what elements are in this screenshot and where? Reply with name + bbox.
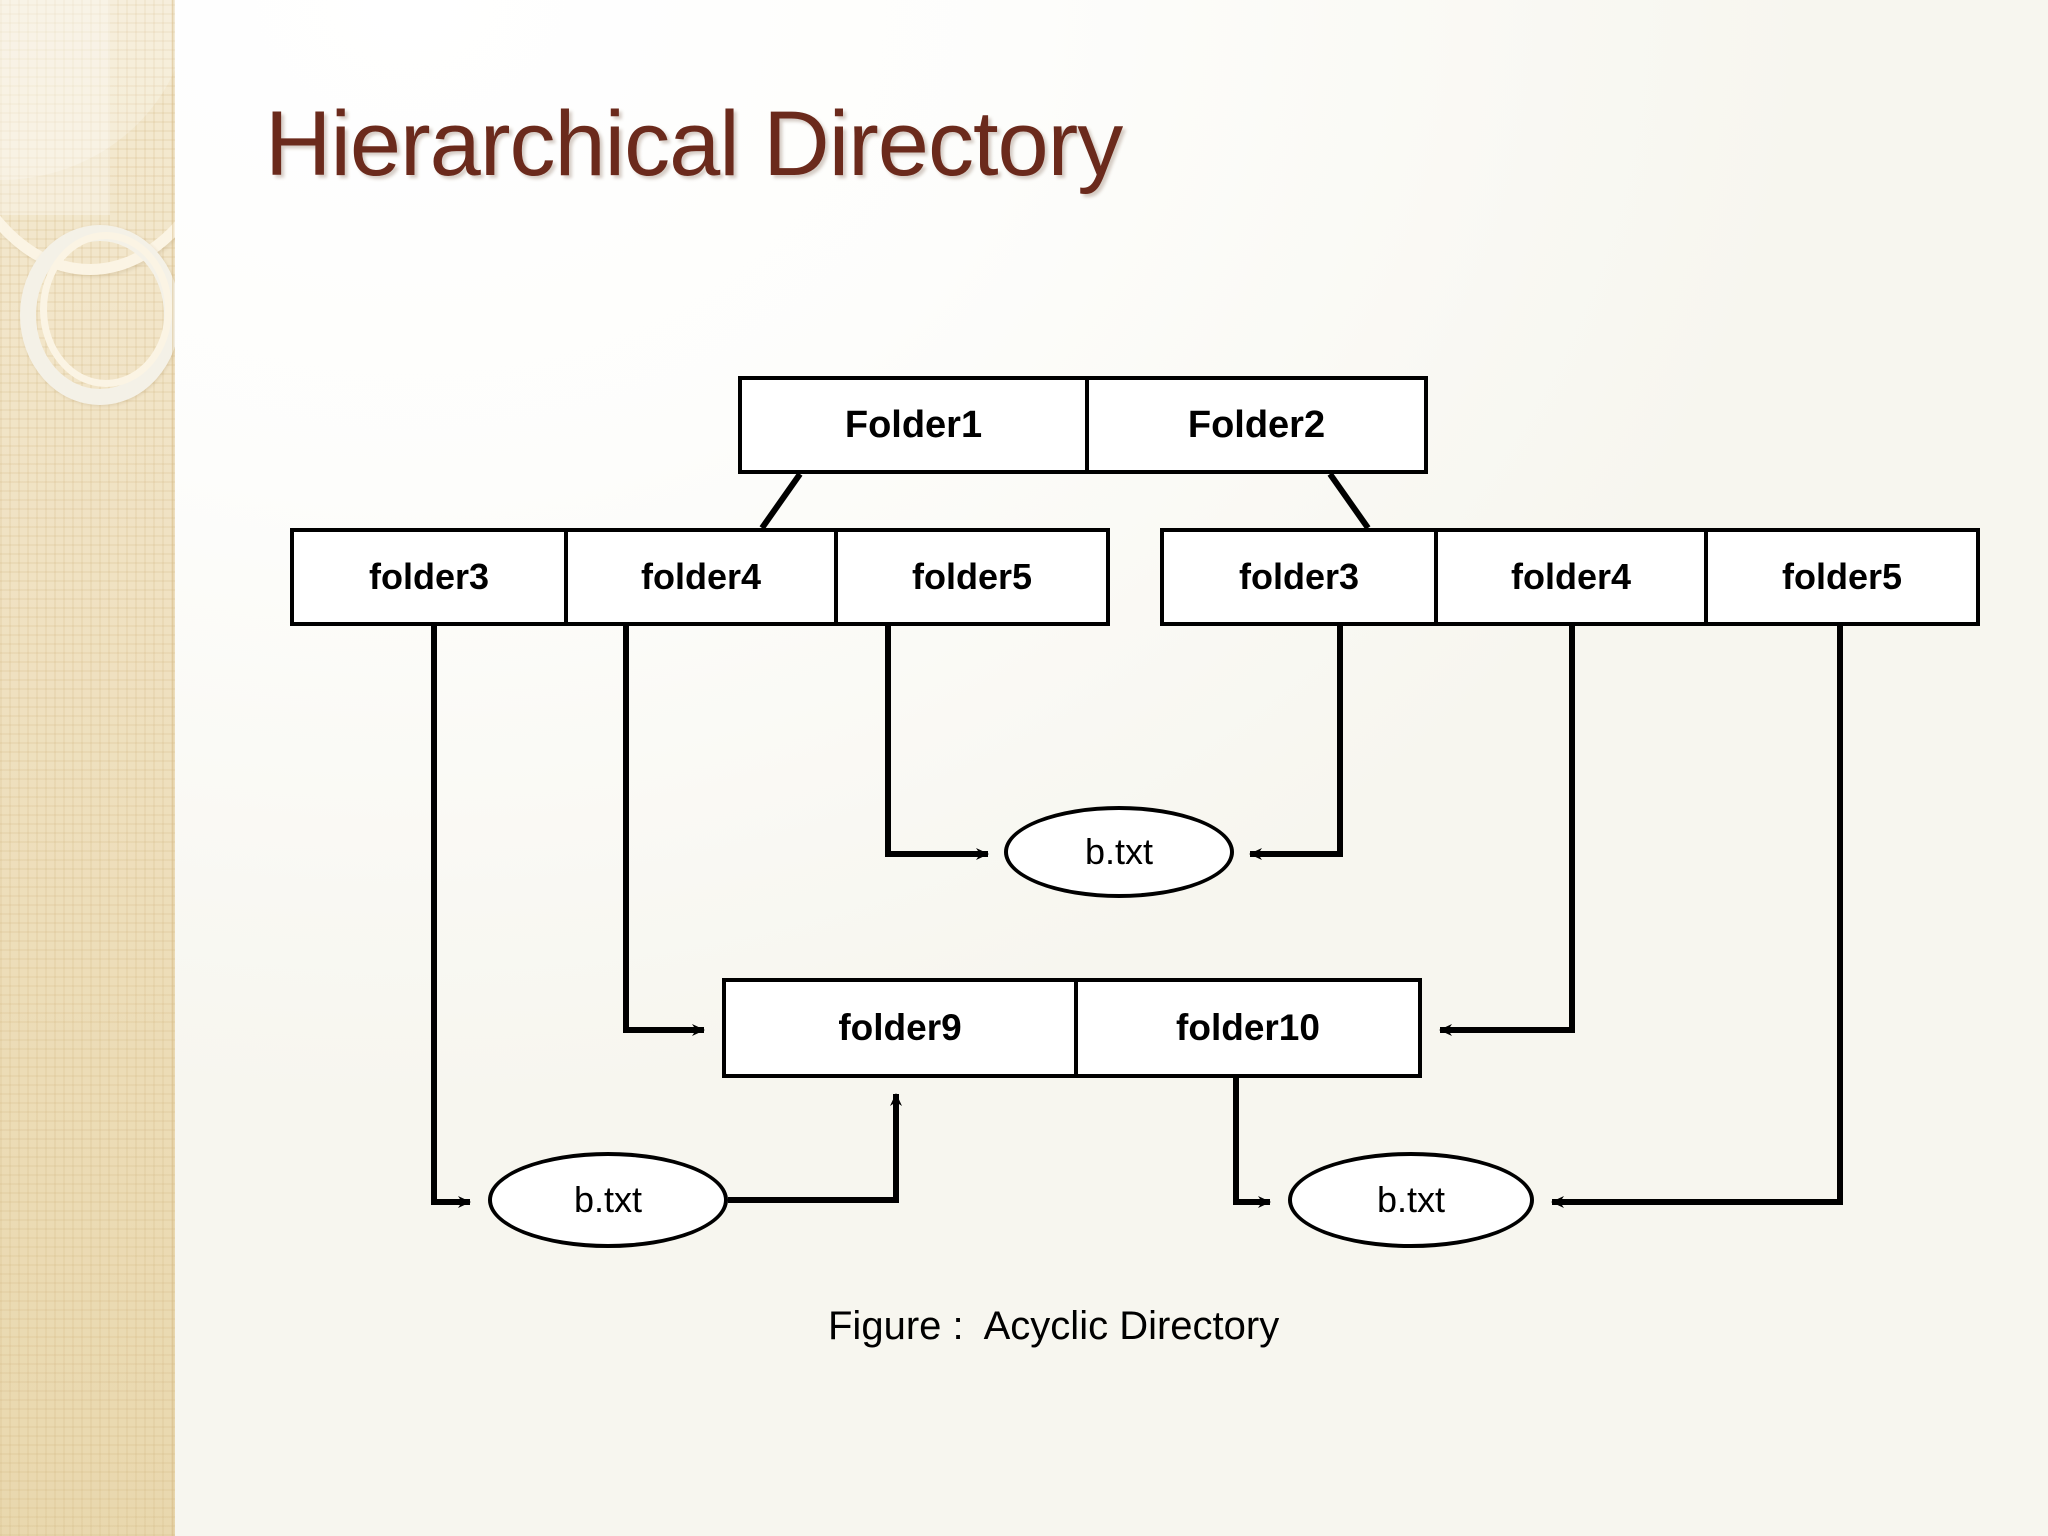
- node-folder10[interactable]: folder10: [1074, 982, 1418, 1074]
- edge-folder1-to-left-row: [759, 472, 803, 530]
- node-left-folder5[interactable]: folder5: [834, 532, 1106, 622]
- figure-caption: Figure : Acyclic Directory: [828, 1304, 1280, 1348]
- edge-rightfolder3-to-file-mid: [1249, 626, 1343, 860]
- node-left-folder3[interactable]: folder3: [368, 556, 490, 597]
- node-file-bottom-right[interactable]: b.txt: [1288, 1152, 1534, 1248]
- edge-rightfolder4-to-folder10: [1439, 626, 1575, 1036]
- page-title: Hierarchical Directory: [265, 93, 1123, 195]
- node-folder2[interactable]: Folder2: [1084, 380, 1424, 470]
- node-right-row[interactable]: folder3 folder4 folder5: [1160, 528, 1980, 626]
- edge-folder10-to-file-bottom-right: [1233, 1078, 1271, 1208]
- decorative-side-band: [0, 0, 175, 1536]
- node-left-row[interactable]: folder3 folder4 folder5: [290, 528, 1110, 626]
- edge-leftfolder3-to-file-bottom-left: [431, 626, 471, 1208]
- edge-folder2-to-right-row: [1327, 472, 1371, 530]
- node-file-bottom-left[interactable]: b.txt: [488, 1152, 728, 1248]
- node-left-folder4[interactable]: folder4: [564, 532, 834, 622]
- edge-rightfolder5-to-file-bottom-right: [1551, 626, 1843, 1208]
- node-file-mid[interactable]: b.txt: [1004, 806, 1234, 898]
- edge-leftfolder4-to-folder9: [623, 626, 705, 1036]
- node-root-row[interactable]: Folder1 Folder2: [738, 376, 1428, 474]
- band-edge-shadow: [172, 0, 175, 1536]
- node-folder1[interactable]: Folder1: [844, 403, 983, 446]
- edge-leftfolder5-to-file-mid: [885, 626, 989, 860]
- node-right-folder3[interactable]: folder3: [1238, 556, 1360, 597]
- node-right-folder4[interactable]: folder4: [1434, 532, 1704, 622]
- edge-file-bottom-left-to-folder9: [728, 1093, 902, 1203]
- decorative-ring-small-icon: [40, 232, 172, 387]
- node-folder9[interactable]: folder9: [838, 1007, 962, 1048]
- node-right-folder5[interactable]: folder5: [1704, 532, 1976, 622]
- node-mid-row[interactable]: folder9 folder10: [722, 978, 1422, 1078]
